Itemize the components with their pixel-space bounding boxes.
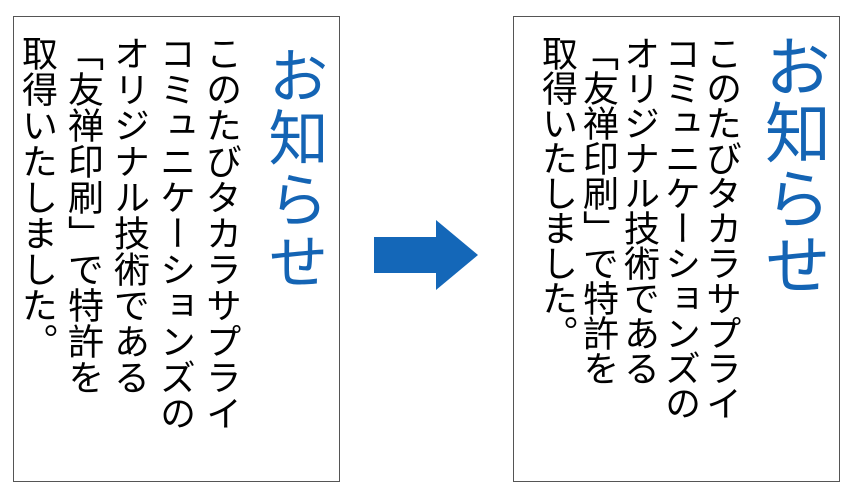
right-notice-title: お知らせ xyxy=(754,33,831,297)
before-sample-panel: お知らせ このたびタカラサプライ コミュニケーションズの オリジナル技術である … xyxy=(13,16,340,482)
right-notice-body: このたびタカラサプライ コミュニケーションズの オリジナル技術である 「友禅印刷… xyxy=(536,35,741,420)
right-arrow-icon xyxy=(374,220,478,290)
after-sample-panel: お知らせ このたびタカラサプライ コミュニケーションズの オリジナル技術である … xyxy=(513,16,840,482)
left-notice-body: このたびタカラサプライ コミュニケーションズの オリジナル技術である 「友禅印刷… xyxy=(16,35,241,431)
left-notice-title: お知らせ xyxy=(258,45,328,293)
right-arrow-shape xyxy=(374,220,478,290)
